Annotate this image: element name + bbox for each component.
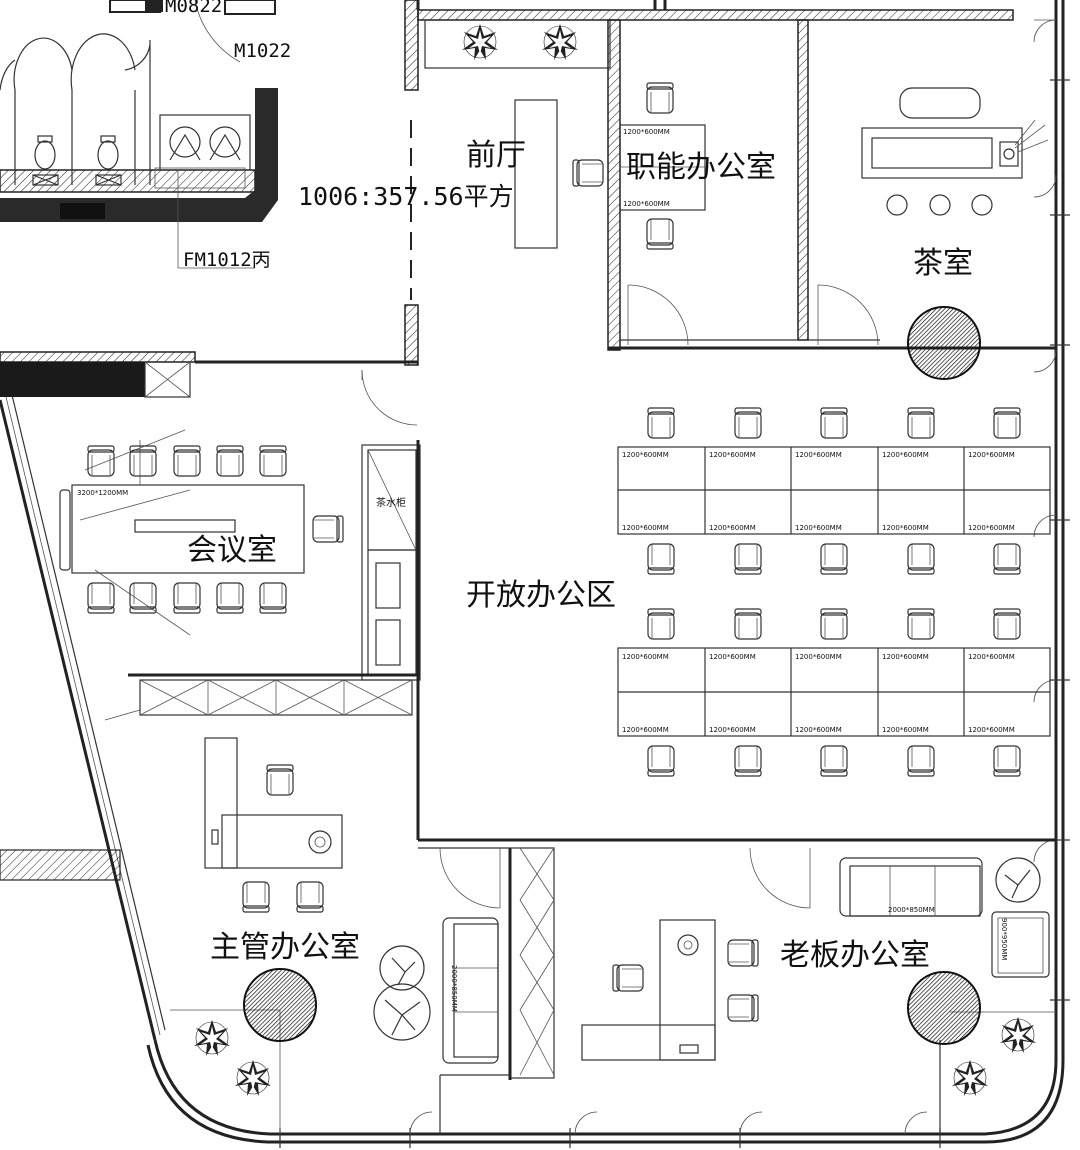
desk-size-label: 1200*600MM [795,726,842,734]
door-code-m1022: M1022 [234,40,291,62]
tea-room: 茶室 [861,87,1049,380]
front-hall: 前厅 1006:357.56平方 [298,23,604,249]
desk-size-label: 1200*600MM [622,653,669,661]
desk-size-label: 1200*600MM [709,653,756,661]
reception-desk [514,99,558,249]
desk-size-label: 1200*600MM [622,451,669,459]
sofa-size-label: 2000*850MM [888,906,935,914]
door-code-m0822: M0822 [165,0,222,17]
room-label-open-office: 开放办公区 [466,578,616,613]
room-label-tea-room: 茶室 [913,246,973,281]
desk-size-label: 1200*600MM [709,726,756,734]
boss-office: 2000*850MM 900*950MM 老板办公室 [581,857,1050,1097]
desk-size-label: 1200*600MM [968,653,1015,661]
desk-size-label: 1200*600MM [882,524,929,532]
desk-size-label: 1200*600MM [882,451,929,459]
desk-size-label: 1200*600MM [882,653,929,661]
desk-size-label: 1200*600MM [968,524,1015,532]
desk-size-label: 1200*600MM [882,726,929,734]
doors [104,284,879,909]
meeting-table-size-label: 3200*1200MM [77,489,128,497]
supervisor-office: 2000*850MM 主管办公室 [193,737,499,1097]
desk-size-label: 1200*600MM [709,524,756,532]
door-code-fm1012: FM1012丙 [183,249,271,271]
room-label-meeting-room: 会议室 [187,533,277,568]
desk-size-label: 1200*600MM [795,451,842,459]
desk-size-label: 1200*600MM [795,653,842,661]
tea-cabinet-label: 茶水柜 [376,496,406,509]
interior-walls: 茶水柜 [0,0,1056,1134]
desk-size-label: 1200*600MM [623,128,670,136]
room-label-boss-office: 老板办公室 [780,938,930,973]
desk-size-label: 1200*600MM [622,524,669,532]
room-label-functional-office: 职能办公室 [626,150,776,185]
sofa-size-label: 2000*850MM [450,965,458,1012]
desk-size-label: 1200*600MM [968,726,1015,734]
room-area-front-hall: 1006:357.56平方 [298,182,514,211]
desk-size-label: 1200*600MM [709,451,756,459]
functional-office: 1200*600MM 1200*600MM 职能办公室 [619,82,776,249]
desk-size-label: 1200*600MM [795,524,842,532]
desk-size-label: 1200*600MM [623,200,670,208]
room-label-supervisor-office: 主管办公室 [210,930,360,965]
desk-size-label: 1200*600MM [968,451,1015,459]
room-label-front-hall: 前厅 [466,138,526,173]
desk-size-label: 1200*600MM [622,726,669,734]
armchair-size-label: 900*950MM [1000,918,1008,960]
toilet-block: M0822 M1022 FM1012丙 [0,0,291,271]
meeting-room: 3200*1200MM 会议室 [59,429,344,636]
open-office: 1200*600MM 1200*600MM 1200*600MM 1200*60… [466,407,1051,776]
